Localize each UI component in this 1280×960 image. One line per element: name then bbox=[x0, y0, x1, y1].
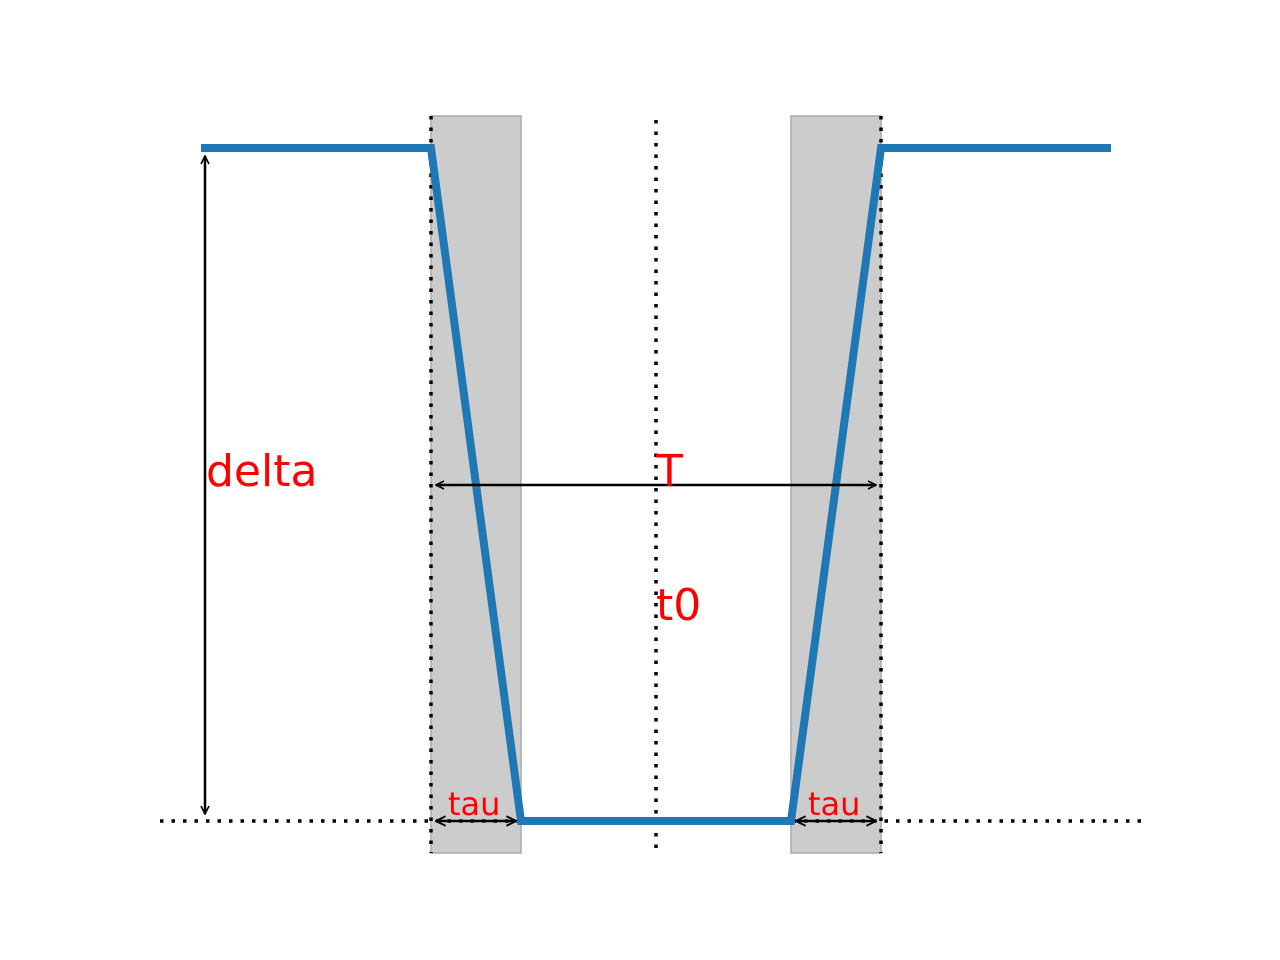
center-label: t0 bbox=[656, 580, 701, 631]
transit-curve bbox=[201, 144, 1111, 825]
duration-label: T bbox=[655, 446, 683, 497]
egress-label: tau bbox=[808, 785, 860, 823]
ingress-label: tau bbox=[448, 785, 500, 823]
depth-label: delta bbox=[206, 446, 317, 497]
